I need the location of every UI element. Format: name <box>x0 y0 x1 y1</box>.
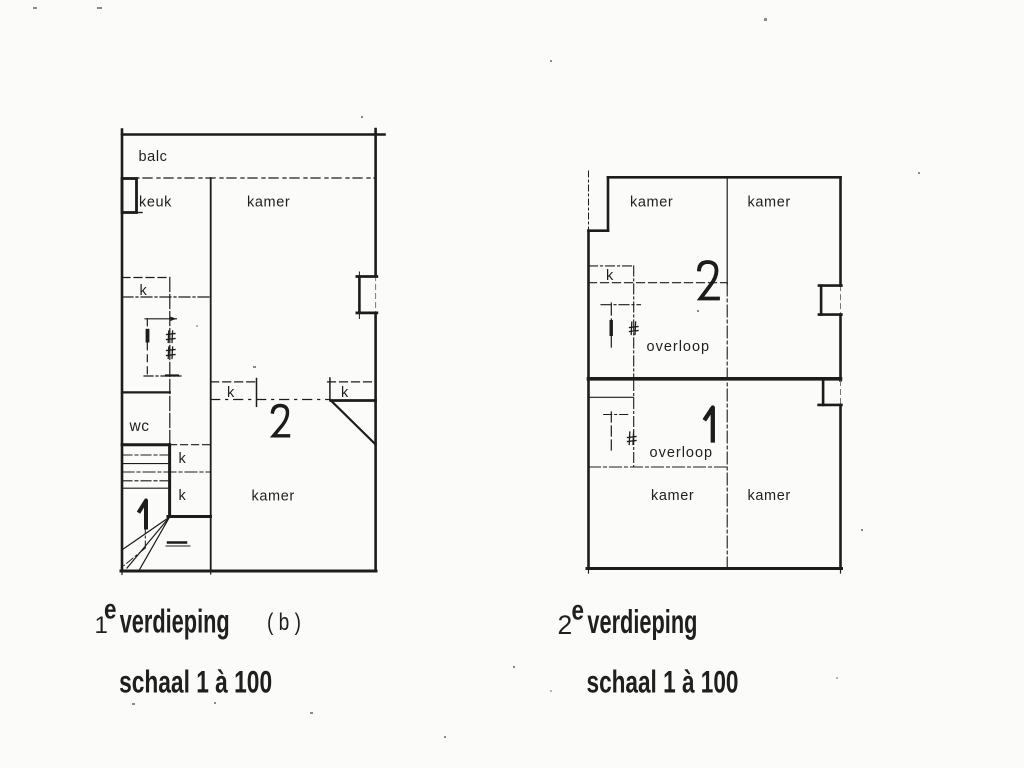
svg-text:keuk: keuk <box>139 195 172 211</box>
svg-text:schaal 1 à 100: schaal 1 à 100 <box>119 664 272 700</box>
svg-text:( b ): ( b ) <box>267 609 301 636</box>
svg-text:1: 1 <box>95 612 108 639</box>
svg-text:e: e <box>104 594 117 625</box>
svg-text:verdieping: verdieping <box>587 603 697 640</box>
svg-text:2: 2 <box>558 610 573 640</box>
svg-text:wc: wc <box>129 418 150 435</box>
svg-text:k: k <box>140 283 148 299</box>
svg-text:overloop: overloop <box>650 445 714 461</box>
svg-text:kamer: kamer <box>748 195 791 211</box>
svg-text:schaal 1 à 100: schaal 1 à 100 <box>587 664 739 700</box>
svg-text:k: k <box>606 268 614 284</box>
svg-text:k: k <box>179 451 187 467</box>
svg-text:k: k <box>179 488 187 504</box>
svg-text:overloop: overloop <box>647 339 711 355</box>
svg-text:k: k <box>227 385 235 401</box>
svg-text:kamer: kamer <box>247 195 290 211</box>
svg-text:kamer: kamer <box>748 488 791 504</box>
svg-text:kamer: kamer <box>252 489 295 505</box>
svg-text:balc: balc <box>139 149 168 165</box>
svg-text:verdieping: verdieping <box>120 603 230 640</box>
svg-text:kamer: kamer <box>651 488 694 504</box>
svg-text:kamer: kamer <box>630 195 673 211</box>
svg-text:k: k <box>341 385 349 401</box>
svg-text:e: e <box>572 595 585 626</box>
